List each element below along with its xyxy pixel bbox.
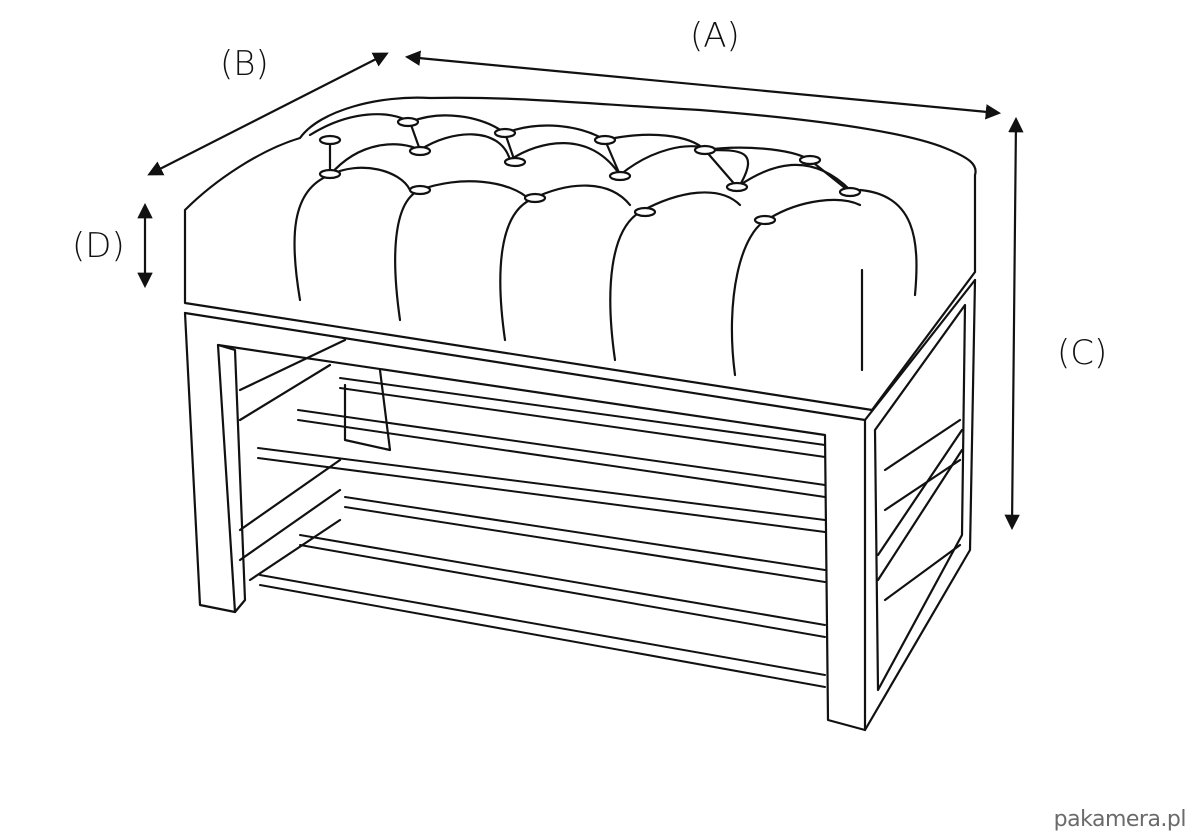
dimension-label-b: (B) [220,44,269,84]
watermark: pakamera.pl [1053,807,1187,832]
dimension-arrow-a [404,50,1002,120]
tufted-cushion [183,96,977,412]
dimension-arrow-b [147,52,389,176]
dimension-label-c: (C) [1057,333,1108,373]
shoe-rails [257,377,826,688]
dimension-label-a: (A) [690,16,740,56]
dimension-label-d: (D) [72,226,125,266]
bench-frame [183,278,977,732]
dimension-arrow-c [1004,116,1024,531]
